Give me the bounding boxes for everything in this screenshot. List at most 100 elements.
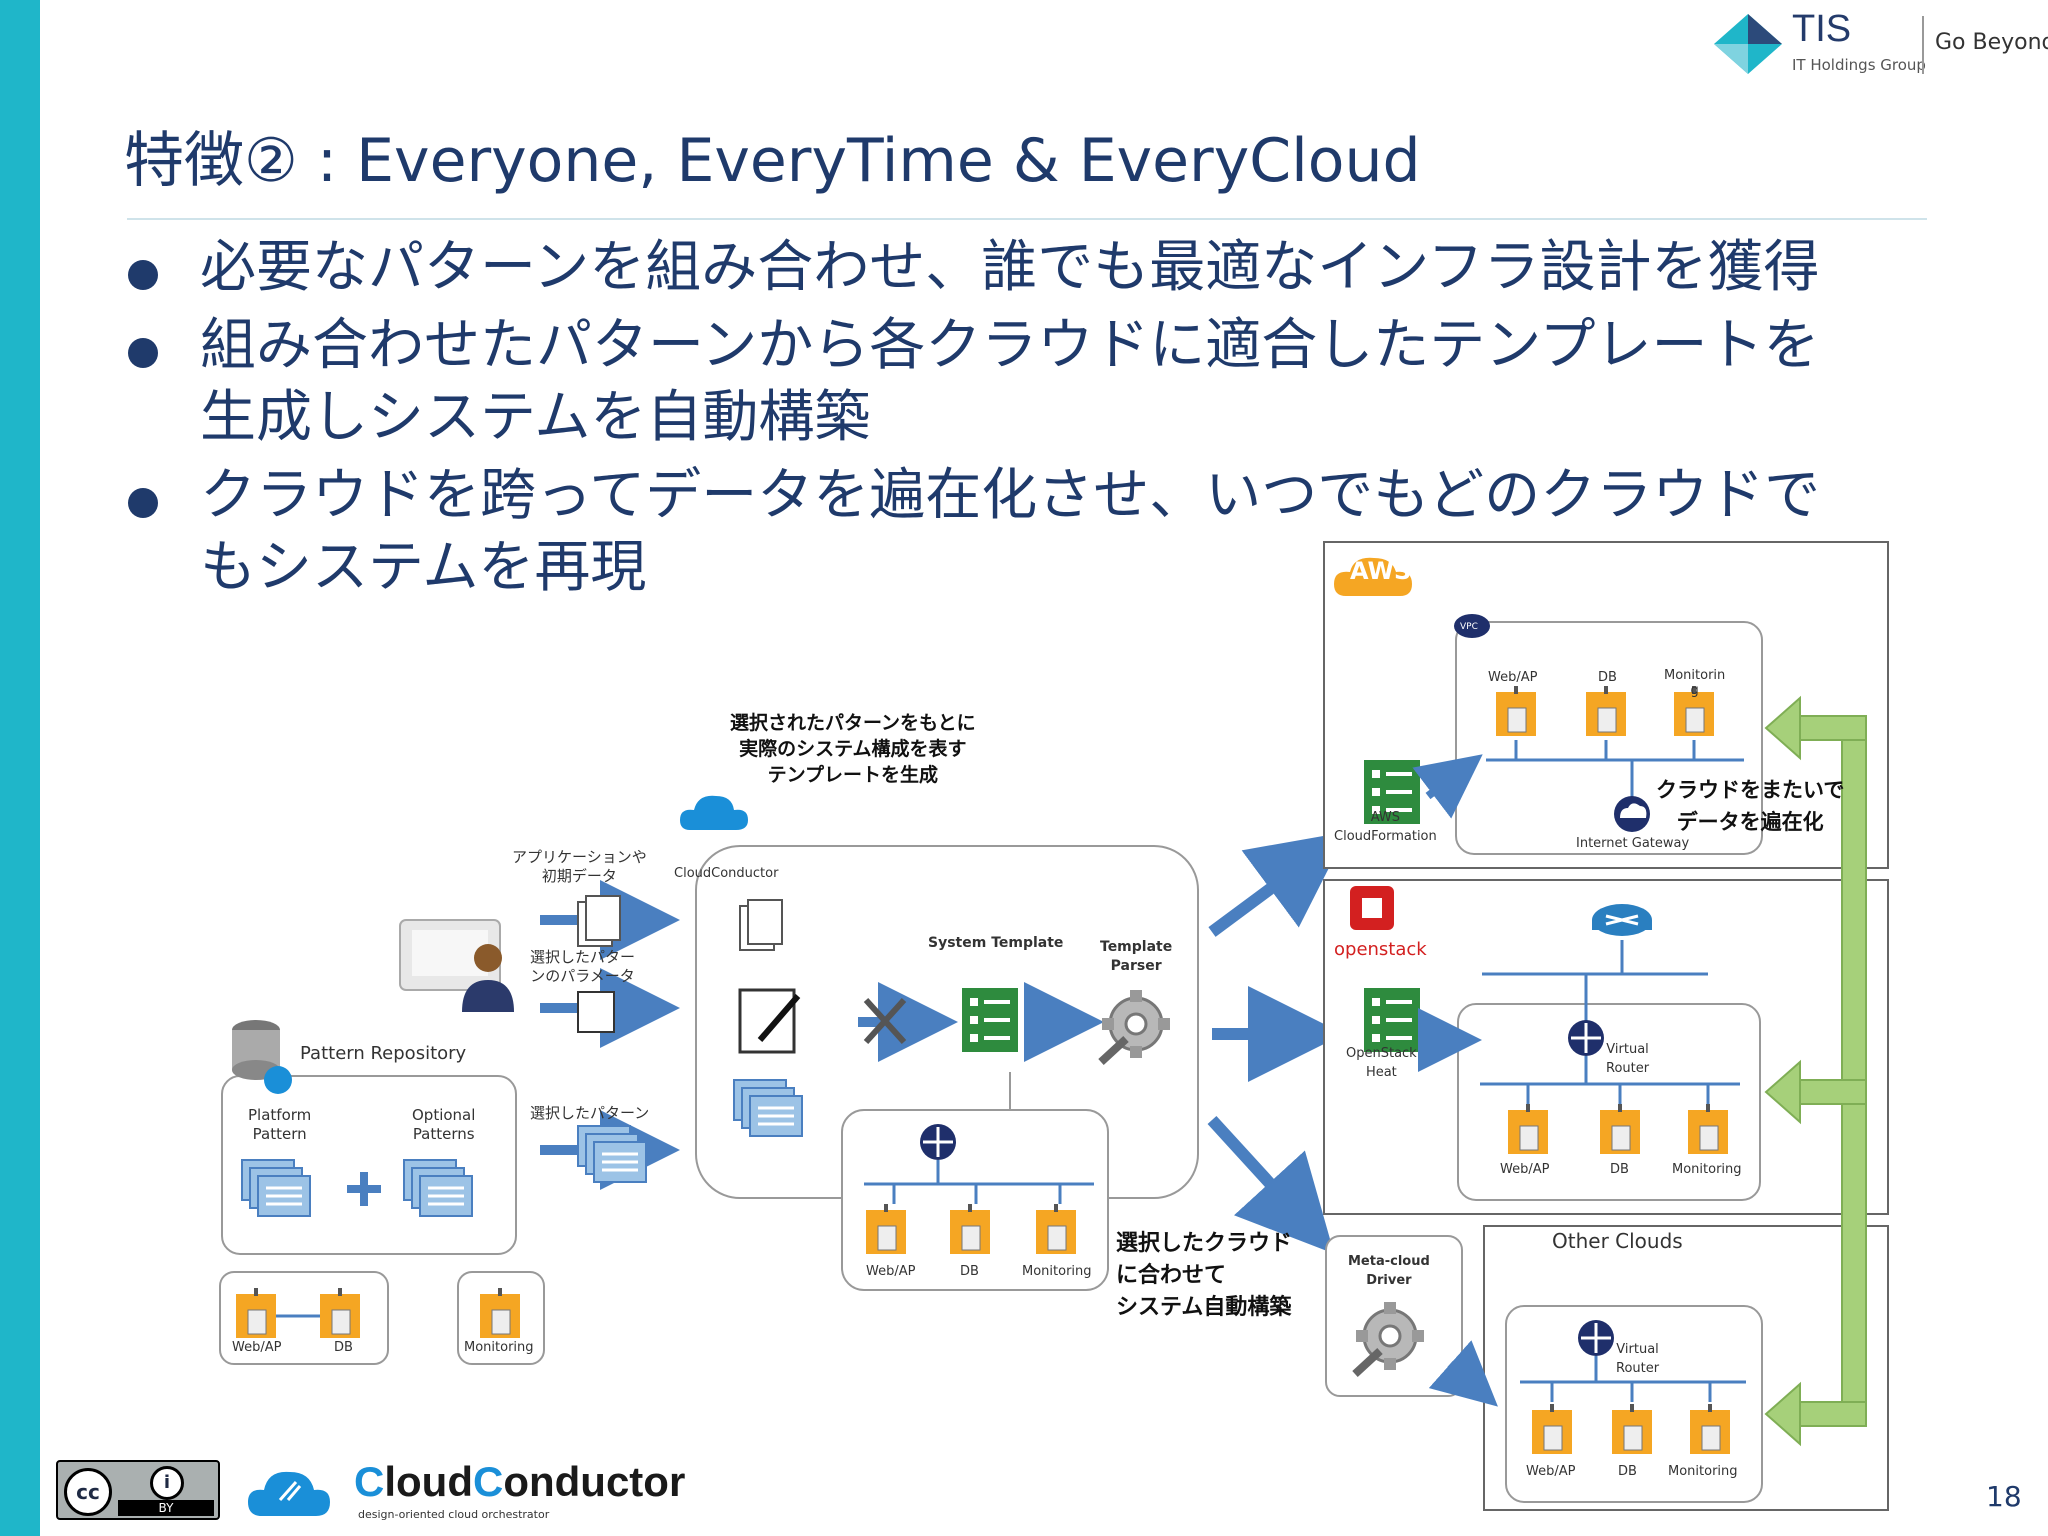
internet-gateway-icon — [1614, 796, 1650, 832]
other-db-label: DB — [1618, 1464, 1637, 1479]
bullet-list: 必要なパターンを組み合わせ、誰でも最適なインフラ設計を獲得 組み合わせたパターン… — [124, 232, 2024, 610]
brand-c-cloud: C — [354, 1458, 385, 1505]
webap-server-icon — [235, 1287, 277, 1339]
bullet-text: 必要なパターンを組み合わせ、誰でも最適なインフラ設計を獲得 — [200, 235, 1820, 300]
system-template-icon — [962, 988, 1018, 1052]
bullet-text: クラウドを跨ってデータを遍在化させ、いつでもどのクラウドでもシステムを再現 — [200, 463, 1821, 600]
bullet-item: 必要なパターンを組み合わせ、誰でも最適なインフラ設計を獲得 — [124, 232, 2024, 304]
note-data: クラウドをまたいでデータを遍在化 — [1656, 778, 1845, 834]
monitoring-server-icon — [479, 1287, 521, 1339]
vpc-box — [1455, 621, 1763, 855]
webap-label: Web/AP — [866, 1264, 916, 1279]
db-label: DB — [334, 1340, 353, 1355]
aws-label: AWS — [1350, 557, 1412, 585]
page-number: 18 — [1986, 1480, 2022, 1513]
other-monitoring-label: Monitoring — [1668, 1464, 1738, 1479]
tis-subtitle: IT Holdings Group — [1792, 56, 1926, 74]
repository-db-icon — [232, 1020, 292, 1094]
openstack-logo-icon — [1350, 886, 1394, 930]
cc-icon: cc — [64, 1468, 112, 1516]
patterns-stack-icon — [732, 1078, 804, 1138]
user-workstation-icon — [399, 919, 514, 1012]
db-server-icon — [319, 1287, 361, 1339]
other-webap-label: Web/AP — [1526, 1464, 1576, 1479]
openstack-monitoring-server-icon — [1687, 1103, 1729, 1155]
bullet-text: 組み合わせたパターンから各クラウドに適合したテンプレートを生成しシステムを自動構… — [200, 313, 1820, 450]
pattern-stack-icon — [576, 1124, 648, 1184]
pattern-repository-label: Pattern Repository — [300, 1043, 467, 1064]
monitoring-label: Monitoring — [1022, 1264, 1092, 1279]
webap-server-icon — [865, 1203, 907, 1255]
vpc-cloud-icon — [1454, 614, 1490, 638]
openstack-router-icon — [1592, 904, 1652, 936]
page-title: 特徴② : Everyone, EveryTime & EveryCloud — [124, 126, 1421, 196]
title-divider — [127, 218, 1927, 220]
platform-pattern-icon — [240, 1158, 312, 1218]
brand-part2: onductor — [503, 1458, 686, 1505]
openstack-webap-server-icon — [1507, 1103, 1549, 1155]
other-clouds-label: Other Clouds — [1552, 1229, 1683, 1253]
monitoring-label: Monitoring — [464, 1340, 534, 1355]
vpc-label: VPC — [1460, 622, 1478, 632]
edit-doc-icon — [577, 991, 615, 1033]
aws-db-label: DB — [1598, 670, 1617, 685]
tools-icon — [863, 997, 907, 1045]
openstack-db-server-icon — [1599, 1103, 1641, 1155]
arrow-cf-to-vpc — [1412, 754, 1483, 819]
internet-gateway-label: Internet Gateway — [1576, 836, 1690, 851]
aws-webap-label: Web/AP — [1488, 670, 1538, 685]
openstack-label: openstack — [1334, 939, 1427, 960]
cloudconductor-label: CloudConductor — [674, 866, 779, 881]
brand-name: CloudConductor — [354, 1458, 685, 1506]
note-generate: 選択されたパターンをもとに実際のシステム構成を表すテンプレートを生成 — [730, 712, 976, 786]
slogan: Go Beyond — [1935, 30, 2048, 55]
logo-divider — [1922, 16, 1924, 74]
openstack-webap-label: Web/AP — [1500, 1162, 1550, 1177]
monitoring-server-icon — [1035, 1203, 1077, 1255]
aws-cloud-icon — [1334, 557, 1412, 596]
bullet-dot-icon — [128, 338, 158, 368]
brand-part1: loud — [384, 1458, 473, 1505]
bullet-dot-icon — [128, 488, 158, 518]
openstack-heat-icon — [1364, 988, 1420, 1052]
db-label: DB — [960, 1264, 979, 1279]
brand-c-conductor: C — [472, 1458, 504, 1505]
tis-name: TIS — [1792, 8, 1852, 50]
openstack-db-label: DB — [1610, 1162, 1629, 1177]
bullet-dot-icon — [128, 260, 158, 290]
data-sync-arrow — [1764, 695, 1867, 1447]
params-edit-icon — [738, 988, 801, 1054]
virtual-router-icon — [1566, 1018, 1606, 1058]
aws-webap-server-icon — [1495, 685, 1537, 737]
cloudconductor-brand: CloudConductor design-oriented cloud orc… — [248, 1458, 685, 1524]
optional-patterns-icon — [402, 1158, 474, 1218]
cloudconductor-cloud-icon — [680, 795, 748, 830]
params-label: 選択したパターンのパラメータ — [530, 948, 636, 985]
note-build: 選択したクラウドに合わせてシステム自動構築 — [1116, 1231, 1293, 1320]
other-db-server-icon — [1611, 1403, 1653, 1455]
other-monitoring-server-icon — [1689, 1403, 1731, 1455]
arrow-driver-to-network — [1428, 1340, 1498, 1407]
arrow-to-aws — [1208, 831, 1348, 937]
app-data-doc-icon — [739, 899, 783, 951]
bullet-item: 組み合わせたパターンから各クラウドに適合したテンプレートを生成しシステムを自動構… — [124, 310, 1860, 454]
other-webap-server-icon — [1531, 1403, 1573, 1455]
bullet-item: クラウドを跨ってデータを遍在化させ、いつでもどのクラウドでもシステムを再現 — [124, 460, 1860, 604]
openstack-monitoring-label: Monitoring — [1672, 1162, 1742, 1177]
accent-bar — [0, 0, 40, 1536]
tis-logo: TIS IT Holdings Group Go Beyond — [1712, 8, 2048, 78]
system-template-label: System Template — [928, 935, 1064, 951]
cloudconductor-logo-icon — [248, 1471, 330, 1516]
cc-license-badge: cc i BY — [56, 1460, 220, 1520]
router-icon — [918, 1122, 958, 1162]
plus-icon — [347, 1172, 381, 1206]
